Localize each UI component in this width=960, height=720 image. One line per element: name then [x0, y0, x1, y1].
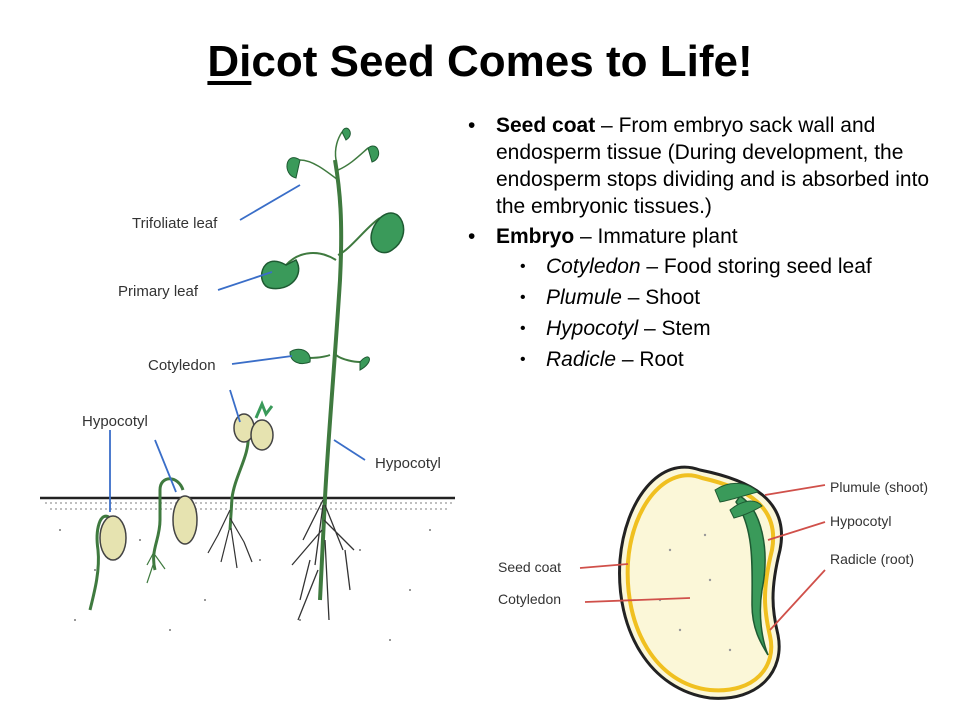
- label-hypocotyl-right: Hypocotyl: [375, 455, 441, 472]
- title-underlined: Di: [207, 37, 252, 86]
- seedling-stage-1: [88, 514, 127, 611]
- growth-pointer-lines: [109, 184, 366, 512]
- sub-bullet-hypocotyl: Hypocotyl – Stem: [468, 315, 938, 342]
- bullet-list: Seed coat – From embryo sack wall and en…: [468, 112, 938, 377]
- label-trifoliate-leaf: Trifoliate leaf: [132, 215, 218, 232]
- label-hypocotyl-seed: Hypocotyl: [830, 513, 891, 529]
- germination-stages-illustration: Trifoliate leaf Primary leaf Cotyledon H…: [40, 127, 455, 641]
- title-rest: cot Seed Comes to Life!: [251, 37, 753, 86]
- label-plumule-shoot: Plumule (shoot): [830, 479, 928, 495]
- seedling-stage-4: [260, 127, 405, 621]
- seedling-stage-2: [146, 477, 198, 584]
- bullet-seed-coat: Seed coat – From embryo sack wall and en…: [468, 112, 938, 220]
- label-hypocotyl-left: Hypocotyl: [82, 413, 148, 430]
- sub-bullet-radicle: Radicle – Root: [468, 346, 938, 373]
- seed-body: [618, 465, 783, 700]
- slide-title: Dicot Seed Comes to Life!: [0, 37, 960, 86]
- label-cotyledon-seed: Cotyledon: [498, 591, 561, 607]
- bullet-embryo: Embryo – Immature plant: [468, 223, 938, 250]
- label-primary-leaf: Primary leaf: [118, 283, 199, 300]
- seedling-stage-3: [207, 400, 274, 569]
- label-cotyledon-growth: Cotyledon: [148, 357, 216, 374]
- seed-cross-section-diagram: Plumule (shoot) Hypocotyl Radicle (root)…: [498, 465, 928, 700]
- sub-bullet-plumule: Plumule – Shoot: [468, 284, 938, 311]
- label-radicle-root: Radicle (root): [830, 551, 914, 567]
- seed-pointer-lines: [579, 484, 826, 631]
- sub-bullet-cotyledon: Cotyledon – Food storing seed leaf: [468, 253, 938, 280]
- label-seed-coat: Seed coat: [498, 559, 561, 575]
